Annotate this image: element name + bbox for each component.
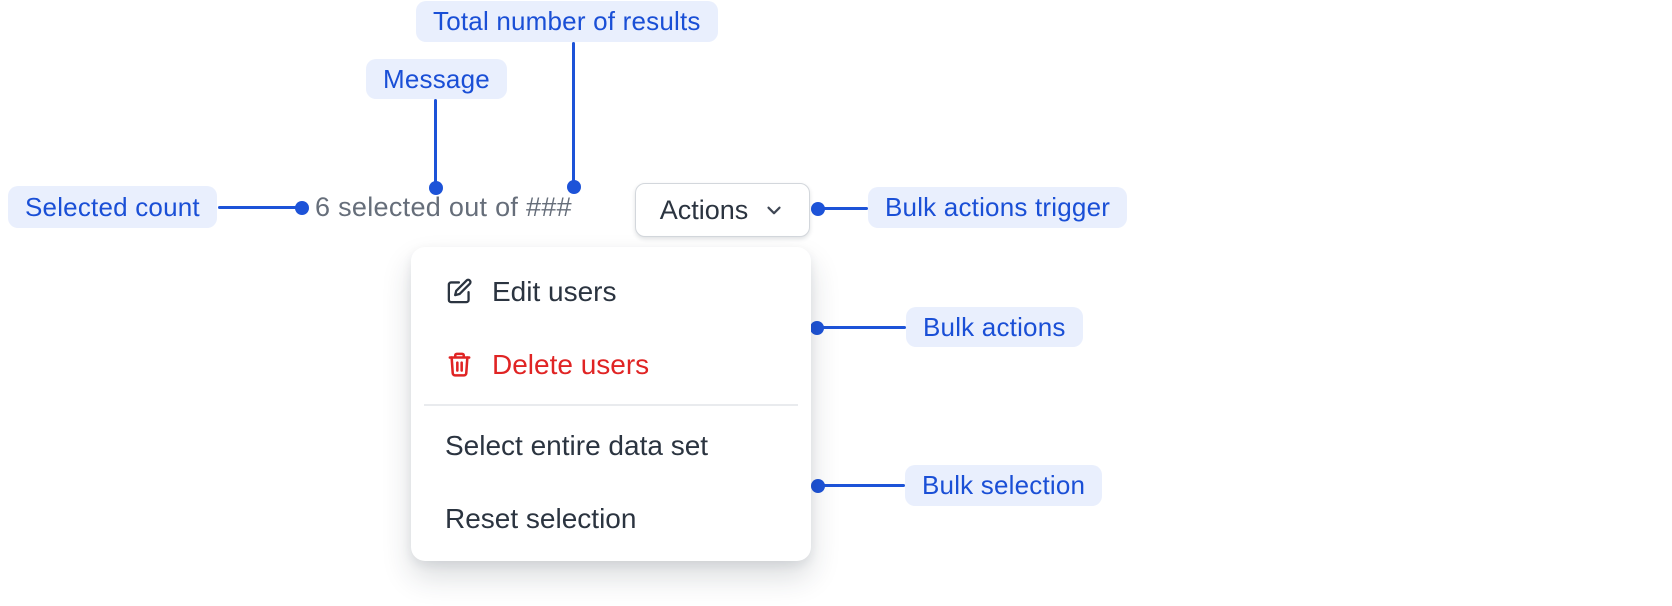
menu-item-reset-selection[interactable]: Reset selection <box>411 482 811 555</box>
menu-divider <box>424 404 798 406</box>
edit-icon <box>445 277 474 306</box>
connector-selected-count-line <box>218 206 298 209</box>
annotation-message: Message <box>366 59 507 99</box>
selection-count-message: 6 selected out of ### <box>315 192 572 222</box>
bulk-actions-dropdown: Edit users Delete users Select entire da… <box>411 247 811 561</box>
menu-item-label: Edit users <box>492 275 617 307</box>
annotation-dot <box>567 180 581 194</box>
trash-icon <box>445 350 474 379</box>
annotation-total-results: Total number of results <box>416 1 718 42</box>
menu-item-label: Delete users <box>492 348 650 380</box>
annotation-dot <box>295 201 309 215</box>
annotation-dot <box>429 181 443 195</box>
menu-item-select-entire-data-set[interactable]: Select entire data set <box>411 409 811 482</box>
menu-item-label: Reset selection <box>445 502 637 534</box>
connector-message-line <box>434 99 437 184</box>
connector-bulk-actions-trigger-line <box>823 207 868 210</box>
connector-bulk-selection-line <box>823 484 905 487</box>
connector-bulk-actions-line <box>822 326 906 329</box>
annotation-selected-count: Selected count <box>8 186 217 228</box>
bulk-actions-trigger-button[interactable]: Actions <box>635 183 810 237</box>
annotation-dot <box>811 202 825 216</box>
annotation-bulk-selection: Bulk selection <box>905 465 1103 506</box>
annotation-bulk-actions-trigger: Bulk actions trigger <box>868 187 1128 228</box>
menu-item-delete-users[interactable]: Delete users <box>411 328 811 401</box>
annotation-dot <box>810 321 824 335</box>
menu-item-edit-users[interactable]: Edit users <box>411 255 811 328</box>
connector-total-results-line <box>572 42 575 183</box>
chevron-down-icon <box>763 199 785 221</box>
actions-button-label: Actions <box>659 194 749 225</box>
annotation-bulk-actions: Bulk actions <box>906 307 1083 347</box>
menu-item-label: Select entire data set <box>445 429 709 461</box>
annotation-dot <box>811 479 825 493</box>
